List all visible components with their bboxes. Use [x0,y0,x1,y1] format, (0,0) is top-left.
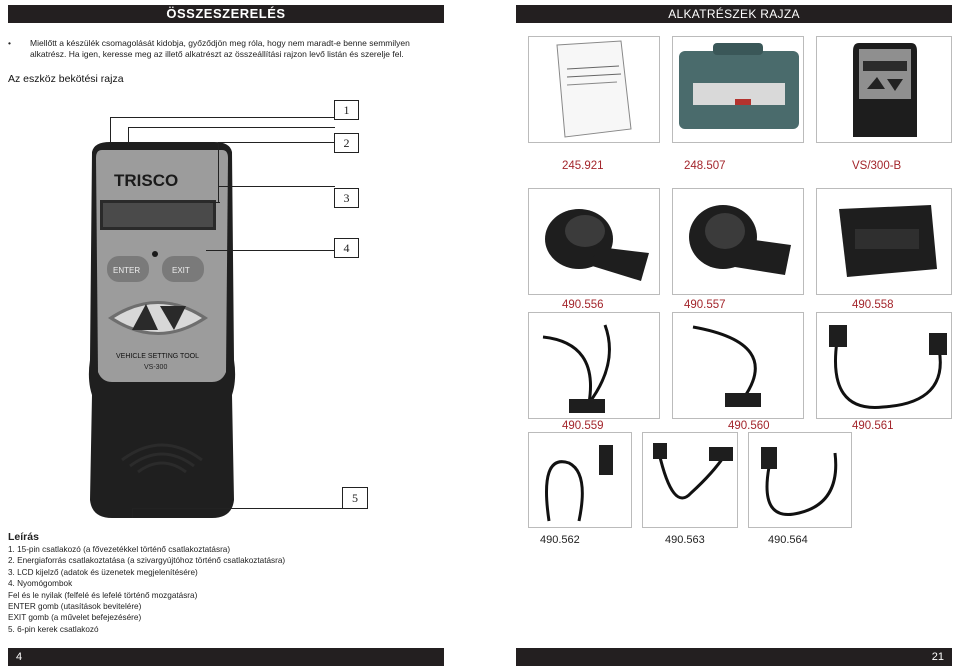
part-photo-connector-a [528,188,660,295]
part-photo-cable-straight [672,312,804,419]
part-code-490562: 490.562 [540,534,580,546]
part-code-490556: 490.556 [562,299,604,311]
device-label: VEHICLE SETTING TOOL [116,353,199,360]
part-code-490563: 490.563 [665,534,705,546]
part-code-248507: 248.507 [684,160,726,172]
diagram-title: Az eszköz bekötési rajza [8,73,124,85]
part-photo-cable-serial [816,312,952,419]
down-arrow-icon [160,306,186,330]
left-page-header: ÖSSZESZERELÉS [8,5,444,23]
part-photo-cable-y [528,312,660,419]
part-photo-case [672,36,804,143]
part-code-vs300b: VS/300-B [852,160,902,172]
device-model: VS-300 [144,364,167,371]
intro-paragraph: • Miellőtt a készülék csomagolását kidob… [8,38,444,60]
part-photo-serial-cable-b [748,432,852,528]
part-code-490560: 490.560 [728,420,770,432]
part-photo-device [816,36,952,143]
intro-text: Miellőtt a készülék csomagolását kidobja… [30,38,410,59]
callout-1: 1 [334,100,359,120]
bullet-icon: • [8,38,11,48]
list-item: 5. 6-pin kerek csatlakozó [8,624,99,634]
description-title: Leírás [8,531,39,543]
exit-button-label: EXIT [172,266,190,275]
left-page-number: 4 [8,648,444,666]
callout-3: 3 [334,188,359,208]
device-brand: TRISCO [114,171,178,190]
part-code-490558: 490.558 [852,299,894,311]
part-photo-connector-obd [816,188,952,295]
diagnostic-device-illustration: TRISCO ENTER EXIT VEHICLE SETTING TOOL V… [88,142,236,518]
list-item: 3. LCD kijelző (adatok és üzenetek megje… [8,567,198,577]
part-code-490561: 490.561 [852,420,894,432]
list-item: EXIT gomb (a művelet befejezésére) [8,613,142,623]
part-photo-manual [528,36,660,143]
list-item: Fel és le nyilak (felfelé és lefelé tört… [8,590,198,600]
part-photo-cigarette-cable [528,432,632,528]
part-code-490557: 490.557 [684,299,726,311]
list-item: 4. Nyomógombok [8,579,73,589]
part-code-490559: 490.559 [562,420,604,432]
callout-5: 5 [342,487,368,509]
part-code-245921: 245.921 [562,160,604,172]
list-item: 1. 15-pin csatlakozó (a fővezetékkel tör… [8,545,231,554]
enter-button-label: ENTER [113,266,140,275]
up-arrow-icon [132,304,158,330]
list-item: ENTER gomb (utasítások bevitelére) [8,602,142,612]
callout-2: 2 [334,133,359,153]
part-photo-clamp-cable [642,432,738,528]
part-photo-connector-b [672,188,804,295]
part-code-490564: 490.564 [768,534,808,546]
callout-4: 4 [334,238,359,258]
right-page-header: ALKATRÉSZEK RAJZA [516,5,952,23]
description-list: 1. 15-pin csatlakozó (a fővezetékkel tör… [8,544,285,635]
list-item: 2. Energiaforrás csatlakoztatása (a sziv… [8,556,286,566]
right-page-number: 21 [516,648,952,666]
